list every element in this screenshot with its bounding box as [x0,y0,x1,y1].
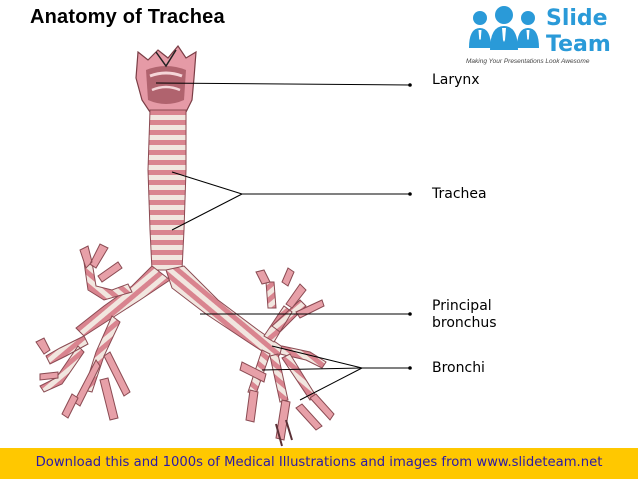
label-bronchi: Bronchi [432,360,485,376]
label-larynx: Larynx [432,72,480,88]
right-bronchi-shape [165,265,335,447]
download-banner[interactable]: Download this and 1000s of Medical Illus… [0,448,638,479]
principal-bronchus-callout-dot [408,312,412,316]
logo-tagline: Making Your Presentations Look Awesome [466,58,590,65]
bronchi-callout-line-middle [261,367,363,371]
trachea-shape [147,109,187,271]
trachea-callout-line-upper [171,171,243,195]
bronchi-callout-line-lower [299,367,363,401]
bronchi-callout-dot [408,366,412,370]
larynx-callout-dot [408,83,412,87]
page-title: Anatomy of Trachea [30,6,225,28]
bronchi-callout-line-upper [271,345,363,369]
people-icon [469,6,539,50]
label-trachea: Trachea [432,186,487,202]
logo-word-team: Team [546,32,611,57]
label-principal-bronchus-line1: Principal [432,298,492,314]
trachea-callout-dot [408,192,412,196]
banner-text[interactable]: Download this and 1000s of Medical Illus… [35,455,603,470]
logo-word-slide: Slide [546,6,608,31]
larynx-callout-line [155,82,411,86]
left-bronchi-shape [35,243,171,421]
label-principal-bronchus: Principal bronchus [432,298,497,332]
label-principal-bronchus-line2: bronchus [432,315,497,331]
larynx-shape [135,44,197,113]
trachea-callout-line-lower [171,193,243,231]
slideteam-logo: Slide Team Making Your Presentations Loo… [466,4,634,70]
callout-lines [155,82,411,401]
